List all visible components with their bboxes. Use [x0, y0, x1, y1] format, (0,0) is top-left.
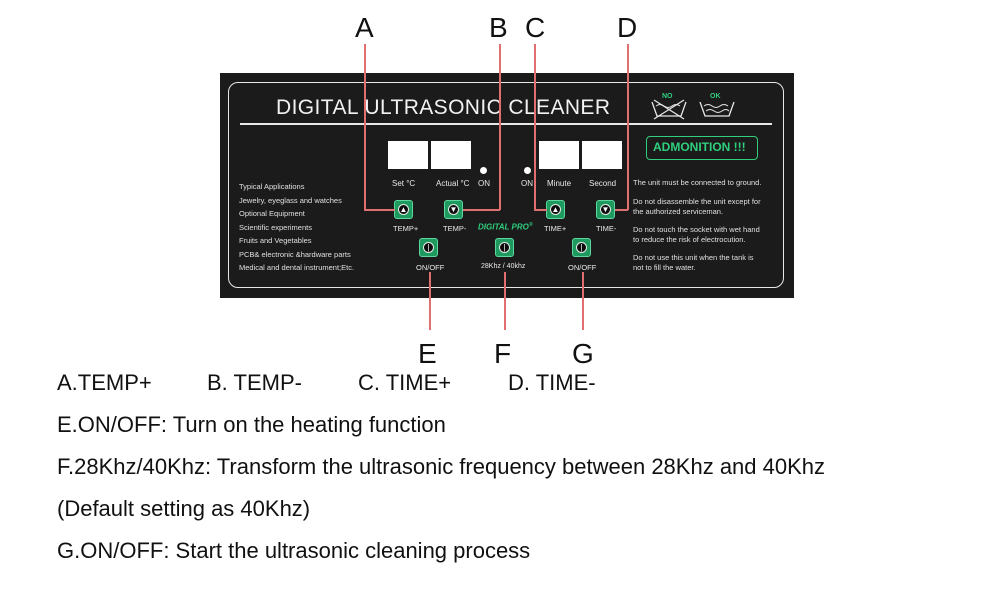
- frequency-button[interactable]: |: [495, 238, 514, 257]
- callout-f: F: [494, 338, 512, 369]
- power-icon: |: [499, 242, 510, 253]
- power-icon: |: [576, 242, 587, 253]
- admonition-box: [646, 136, 758, 160]
- leader-line-a: [364, 44, 366, 210]
- panel-title: DIGITAL ULTRASONIC CLEANER: [276, 96, 611, 119]
- wash-no-icon: [651, 99, 687, 120]
- warning-line: the authorized serviceman.: [633, 207, 724, 216]
- time-plus-label: TIME+: [544, 224, 567, 233]
- time-display-2: [582, 141, 622, 169]
- heat-onoff-label: ON/OFF: [416, 263, 445, 272]
- warning-item: Do not touch the socket with wet hand to…: [633, 225, 760, 245]
- callout-d: D: [617, 12, 638, 43]
- applications-item: Optional Equipment: [239, 209, 305, 218]
- temp-plus-label: TEMP+: [393, 224, 419, 233]
- applications-item: Typical Applications: [239, 182, 305, 191]
- set-temp-display-1: [388, 141, 428, 169]
- second-label: Second: [589, 179, 617, 188]
- warning-line: Do not disassemble the unit except for: [633, 197, 761, 206]
- applications-item: PCB& electronic &hardware parts: [239, 249, 351, 259]
- callout-c: C: [525, 12, 546, 43]
- applications-item: Fruits and Vegetables: [239, 236, 312, 245]
- callout-a: A: [355, 12, 374, 43]
- minute-label: Minute: [547, 179, 572, 188]
- time-minus-button[interactable]: ▼: [596, 200, 615, 219]
- applications-item: Scientific experiments: [239, 222, 312, 232]
- warning-line: The unit must be connected to ground.: [633, 178, 762, 187]
- callout-g: G: [572, 338, 594, 369]
- legend-c: C. TIME+: [358, 370, 452, 395]
- leader-line-f: [504, 272, 506, 330]
- legend-a: A.TEMP+: [57, 370, 152, 395]
- leader-line-c-h: [534, 209, 547, 211]
- ultrasonic-on-indicator: [524, 167, 531, 174]
- wash-ok-icon: [699, 101, 735, 117]
- applications-item: Medical and dental instrument;Etc.: [239, 263, 355, 272]
- warning-line: Do not use this unit when the tank is: [633, 253, 754, 262]
- frequency-label: 28Khz / 40khz: [481, 263, 526, 270]
- clean-onoff-label: ON/OFF: [568, 263, 597, 272]
- brand-mark: ®: [528, 222, 533, 228]
- title-rule: [240, 123, 772, 125]
- legend-b: B. TEMP-: [207, 370, 302, 395]
- clean-onoff-button[interactable]: |: [572, 238, 591, 257]
- legend-e: E.ON/OFF: Turn on the heating function: [57, 412, 446, 437]
- leader-line-c: [534, 44, 536, 210]
- panel-border: [228, 82, 784, 288]
- heat-on-indicator: [480, 167, 487, 174]
- on-left-label: ON: [478, 179, 490, 188]
- set-temp-label: Set °C: [392, 179, 416, 188]
- admonition-title: ADMONITION !!!: [653, 140, 746, 154]
- temp-minus-button[interactable]: ▼: [444, 200, 463, 219]
- set-temp-display-2: [431, 141, 471, 169]
- leader-line-b: [499, 44, 501, 210]
- heat-onoff-button[interactable]: |: [419, 238, 438, 257]
- callout-b: B: [489, 12, 508, 43]
- on-right-label: ON: [521, 179, 533, 188]
- warning-item: Do not disassemble the unit except for t…: [633, 197, 761, 217]
- time-display-1: [539, 141, 579, 169]
- warning-item: The unit must be connected to ground.: [633, 178, 761, 188]
- legend-g: G.ON/OFF: Start the ultrasonic cleaning …: [57, 538, 531, 563]
- power-icon: |: [423, 242, 434, 253]
- applications-item: Jewelry, eyeglass and watches: [239, 195, 342, 205]
- callout-e: E: [418, 338, 437, 369]
- leader-line-g: [582, 272, 584, 330]
- legend-f: F.28Khz/40Khz: Transform the ultrasonic …: [57, 454, 826, 479]
- down-arrow-icon: ▼: [600, 204, 611, 215]
- brand-logo: DIGITAL PRO®: [478, 222, 533, 232]
- leader-line-d-h: [615, 209, 628, 211]
- legend-d: D. TIME-: [508, 370, 596, 395]
- wash-no-label: NO: [662, 93, 673, 100]
- leader-line-b-h: [463, 209, 500, 211]
- leader-line-e: [429, 272, 431, 330]
- leader-line-a-h: [364, 209, 395, 211]
- warning-line: to reduce the risk of electrocution.: [633, 235, 746, 244]
- time-plus-button[interactable]: ▲: [546, 200, 565, 219]
- leader-line-d: [627, 44, 629, 210]
- temp-minus-label: TEMP-: [443, 224, 467, 233]
- warning-item: Do not use this unit when the tank is no…: [633, 253, 754, 273]
- actual-temp-label: Actual °C: [436, 179, 470, 188]
- control-panel: [220, 73, 794, 298]
- time-minus-label: TIME-: [596, 224, 617, 233]
- warning-line: Do not touch the socket with wet hand: [633, 225, 760, 234]
- brand-name: DIGITAL PRO: [478, 222, 529, 232]
- temp-plus-button[interactable]: ▲: [394, 200, 413, 219]
- wash-ok-label: OK: [710, 93, 721, 100]
- up-arrow-icon: ▲: [398, 204, 409, 215]
- up-arrow-icon: ▲: [550, 204, 561, 215]
- down-arrow-icon: ▼: [448, 204, 459, 215]
- warning-line: not to fill the water.: [633, 263, 696, 272]
- applications-list: Typical Applications Jewelry, eyeglass a…: [239, 180, 354, 275]
- legend-f-default: (Default setting as 40Khz): [57, 496, 311, 521]
